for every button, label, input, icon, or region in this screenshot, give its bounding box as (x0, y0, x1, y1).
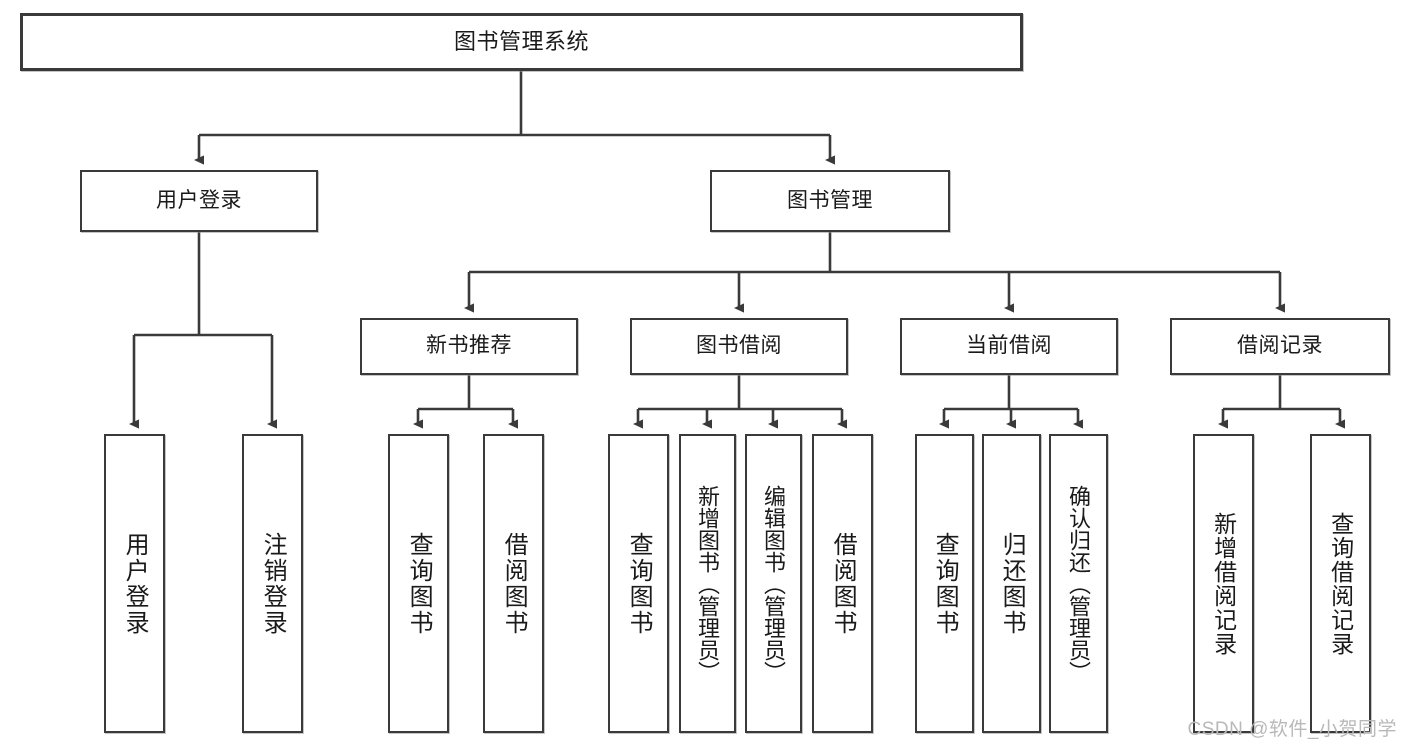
node-label: 借阅图书 (829, 531, 857, 636)
node-label: 图书借阅 (696, 334, 782, 358)
node-label: 新增图书（管理员） (695, 484, 721, 683)
node-label: 当前借阅 (966, 334, 1052, 358)
node-label: 新增借阅记录 (1210, 511, 1237, 656)
node-leaf-add-borrow-record[interactable]: 新增借阅记录 (1193, 434, 1254, 733)
node-label: 用户登录 (121, 531, 149, 636)
node-label: 归还图书 (998, 531, 1026, 636)
node-leaf-confirm-return-admin[interactable]: 确认归还（管理员） (1049, 434, 1108, 733)
node-leaf-query-book-recommend[interactable]: 查询图书 (388, 434, 449, 733)
node-label: 借阅记录 (1237, 334, 1323, 358)
node-label: 新书推荐 (426, 334, 512, 358)
node-book-borrow[interactable]: 图书借阅 (630, 318, 848, 375)
node-leaf-user-login[interactable]: 用户登录 (104, 434, 165, 733)
node-leaf-borrow-book-recommend[interactable]: 借阅图书 (483, 434, 544, 733)
watermark-text: CSDN @软件_小贺同学 (1187, 719, 1397, 740)
node-label: 图书管理系统 (453, 29, 589, 55)
node-leaf-edit-book-admin[interactable]: 编辑图书（管理员） (745, 434, 802, 733)
node-label: 查询图书 (405, 531, 433, 636)
node-label: 查询图书 (625, 531, 653, 636)
node-leaf-add-book-admin[interactable]: 新增图书（管理员） (679, 434, 736, 733)
node-leaf-borrow-book[interactable]: 借阅图书 (812, 434, 873, 733)
node-label: 用户登录 (156, 188, 242, 212)
node-label: 图书管理 (787, 188, 873, 212)
node-root-system[interactable]: 图书管理系统 (20, 13, 1023, 71)
node-borrow-record[interactable]: 借阅记录 (1170, 318, 1390, 375)
node-book-manage[interactable]: 图书管理 (710, 170, 950, 232)
node-leaf-logout-login[interactable]: 注销登录 (242, 434, 303, 733)
node-user-login[interactable]: 用户登录 (80, 170, 318, 232)
node-leaf-query-borrow-record[interactable]: 查询借阅记录 (1310, 434, 1371, 733)
node-leaf-query-book-current[interactable]: 查询图书 (915, 434, 974, 733)
node-current-borrow[interactable]: 当前借阅 (900, 318, 1118, 375)
node-leaf-return-book[interactable]: 归还图书 (982, 434, 1041, 733)
node-label: 确认归还（管理员） (1066, 484, 1092, 683)
node-label: 借阅图书 (500, 531, 528, 636)
node-label: 查询图书 (931, 531, 959, 636)
node-new-book-recommend[interactable]: 新书推荐 (360, 318, 578, 375)
node-label: 查询借阅记录 (1327, 511, 1354, 656)
node-leaf-query-book-borrow[interactable]: 查询图书 (608, 434, 669, 733)
node-label: 编辑图书（管理员） (761, 484, 787, 683)
node-label: 注销登录 (259, 531, 287, 636)
